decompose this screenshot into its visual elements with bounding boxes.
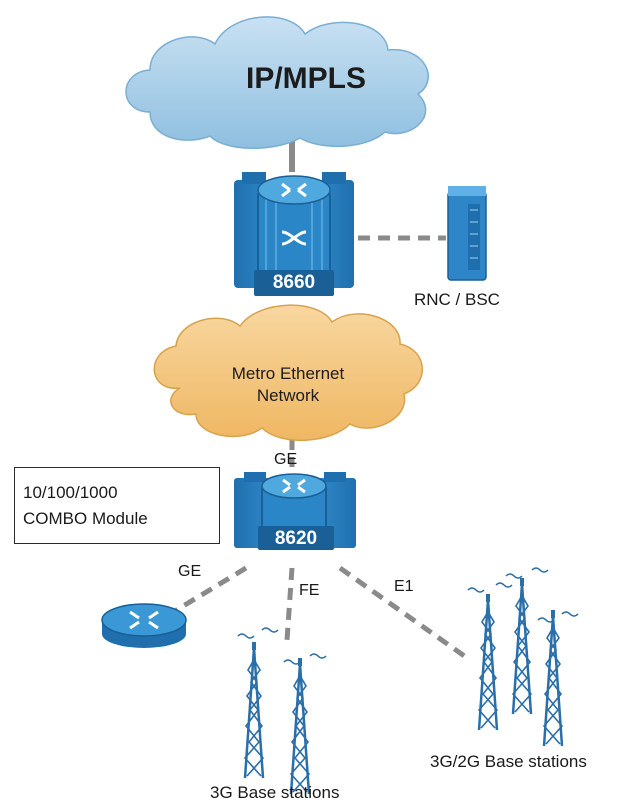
access-router-8620 xyxy=(234,472,356,550)
link-label-edge-router: GE xyxy=(178,563,202,580)
link-edge-router xyxy=(168,565,248,617)
tower-3g2g-b xyxy=(505,567,549,716)
switch-fabric-icon xyxy=(281,230,307,246)
site-label-3g2g: 3G/2G Base stations xyxy=(430,752,587,771)
module-line2: COMBO Module xyxy=(23,509,148,528)
router-arrows-icon xyxy=(281,182,307,198)
edge-router xyxy=(101,603,187,648)
link-3g2g xyxy=(338,565,472,663)
rnc-bsc-server xyxy=(447,186,487,281)
link-3g xyxy=(284,567,295,641)
module-line1: 10/100/1000 xyxy=(23,483,118,502)
ip-mpls-label: IP/MPLS xyxy=(245,62,366,95)
ip-mpls-cloud xyxy=(125,16,429,149)
router-arrows-icon xyxy=(129,610,159,630)
combo-module-box: 10/100/1000 COMBO Module xyxy=(14,467,220,544)
link-label-3g: FE xyxy=(299,582,320,599)
rnc-bsc-label: RNC / BSC xyxy=(414,290,500,309)
tower-3g-b xyxy=(283,653,327,796)
core-router-8660 xyxy=(234,172,354,296)
model-8620-label: 8620 xyxy=(274,528,318,549)
metro-ethernet-cloud xyxy=(153,304,423,442)
metro-label-line2: Network xyxy=(256,386,320,405)
model-8660-label: 8660 xyxy=(272,272,316,293)
tower-3g-a xyxy=(237,627,279,780)
metro-ethernet-label: Metro Ethernet Network xyxy=(188,363,388,407)
link-label-metro-uplink: GE xyxy=(274,451,298,468)
tower-3g2g-a xyxy=(467,582,513,732)
metro-label-line1: Metro Ethernet xyxy=(231,364,345,383)
site-label-3g: 3G Base stations xyxy=(210,783,340,802)
router-arrows-icon xyxy=(282,478,306,494)
tower-3g2g-c xyxy=(537,608,579,748)
link-label-3g2g: E1 xyxy=(394,578,414,595)
